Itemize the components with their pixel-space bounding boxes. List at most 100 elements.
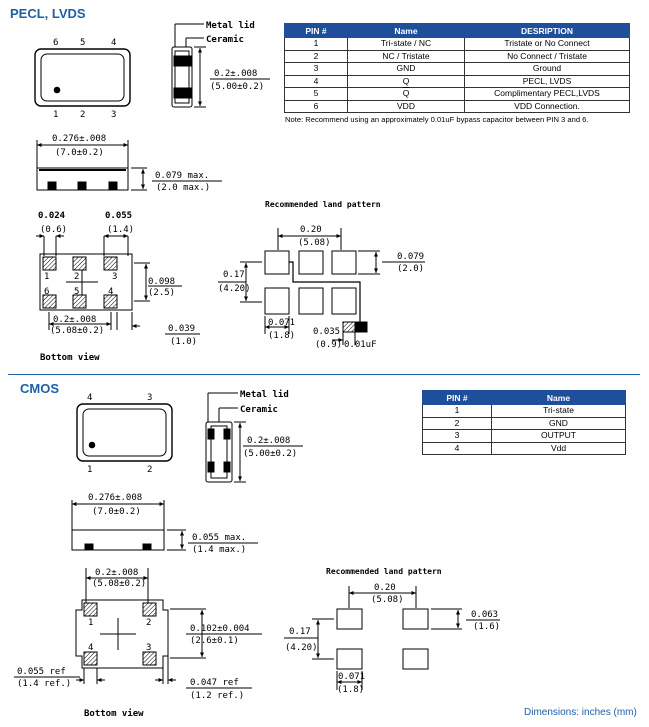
height-dim-label: 0.079 max.: [155, 171, 209, 181]
table-row: 4 Vdd: [422, 441, 626, 455]
pin-label: 2: [147, 465, 152, 475]
pin-label: 1: [53, 110, 58, 120]
pad-label: 2: [74, 272, 79, 282]
land-pad-height-label: 0.063: [471, 610, 498, 620]
pad-span-label-mm: (5.08±0.2): [50, 326, 104, 336]
pin1-marker-dot: [53, 86, 61, 94]
pin-label: 4: [87, 393, 92, 403]
pecl-bottom-view: 0.024 (0.6) 0.055 (1.4) 1 2 3 6 5: [36, 211, 200, 363]
row-pitch-label: 0.102±0.004: [190, 624, 250, 634]
land-pad-width-label-mm: (1.8): [268, 331, 295, 341]
capacitor-label: 0.01uF: [344, 340, 377, 350]
table-row: 2 GND: [422, 416, 626, 430]
land-pitch-label-mm: (5.08): [371, 595, 404, 605]
pad-label: 6: [44, 287, 49, 297]
table-cell: Vdd: [491, 441, 626, 455]
dimensions-note: Dimensions: inches (mm): [524, 707, 637, 718]
pad-label: 4: [108, 287, 113, 297]
pecl-pin-table: PIN # Name DESRIPTION 1 Tri-state / NC T…: [284, 23, 630, 113]
land-pad-height-label: 0.079: [397, 252, 424, 262]
bottom-view-label: Bottom view: [40, 352, 100, 363]
pad-label: 2: [146, 618, 151, 628]
pad-label: 1: [44, 272, 49, 282]
cmos-profile-view: 0.276±.008 (7.0±0.2) 0.055 max. (1.4 max…: [71, 493, 258, 555]
land-pad-width-label: 0.071: [338, 672, 365, 682]
pad-pitch-label-mm: (1.4): [107, 225, 134, 235]
pin-label: 2: [80, 110, 85, 120]
pad-span-label-mm: (5.08±0.2): [92, 579, 146, 589]
pad-pitch-label: 0.055: [105, 211, 132, 221]
land-row-label: 0.17: [289, 627, 311, 637]
pin-label: 6: [53, 38, 58, 48]
height-dim-label-mm: (2.0 max.): [156, 183, 210, 193]
cmos-top-view: 4 3 1 2: [76, 393, 173, 475]
pecl-table-header: PIN #: [284, 23, 348, 38]
pecl-table-header: DESRIPTION: [464, 23, 630, 38]
pad-span-label: 0.2±.008: [53, 315, 96, 325]
land-pad-width-label: 0.071: [268, 318, 295, 328]
cmos-table-header: Name: [491, 390, 626, 405]
edge-dim-label-mm: (1.0): [170, 337, 197, 347]
pin1-marker-dot: [88, 441, 96, 449]
pecl-side-view: Metal lid Ceramic 0.2±.008 (5.00±0.2): [171, 20, 270, 108]
ref2-dim-label: 0.047 ref: [190, 678, 239, 688]
pad-label: 3: [112, 272, 117, 282]
cmos-pin-table: PIN # Name 1 Tri-state 2 GND 3 OUTPUT 4 …: [422, 390, 626, 455]
length-dim-label-mm: (7.0±0.2): [92, 507, 141, 517]
edge-dim-label: 0.039: [168, 324, 195, 334]
pecl-land-pattern: Recommended land pattern 0.20 (5.08) 0.0…: [218, 200, 425, 350]
table-cell: VDD Connection.: [464, 99, 630, 113]
height-dim-label: 0.055 max.: [192, 533, 246, 543]
pad-label: 3: [146, 643, 151, 653]
width-dim-label: 0.2±.008: [247, 436, 290, 446]
land-row-label: 0.17: [223, 270, 245, 280]
pad-width-label: 0.024: [38, 211, 66, 221]
row-pitch-label-mm: (2.6±0.1): [190, 636, 239, 646]
cmos-table-header: PIN #: [422, 390, 492, 405]
ceramic-label: Ceramic: [206, 34, 244, 45]
length-dim-label: 0.276±.008: [52, 134, 106, 144]
land-pitch-label: 0.20: [374, 583, 396, 593]
cap-width-label-mm: (0.9): [315, 340, 342, 350]
metal-lid-label: Metal lid: [240, 389, 289, 400]
cmos-land-pattern: Recommended land pattern 0.20 (5.08) 0.0…: [284, 567, 500, 695]
table-row: 2 NC / Tristate No Connect / Tristate: [284, 49, 630, 63]
pad-label: 4: [88, 643, 93, 653]
land-pattern-title: Recommended land pattern: [326, 567, 442, 576]
bypass-note: Note: Recommend using an approximately 0…: [285, 115, 589, 124]
table-row: 5 Q Complimentary PECL,LVDS: [284, 87, 630, 101]
pin-label: 1: [87, 465, 92, 475]
cmos-section-title: CMOS: [20, 381, 59, 396]
q-bar-name: Q: [402, 88, 410, 99]
ref1-dim-label: 0.055 ref: [17, 667, 66, 677]
row-pitch-label: 0.098: [148, 277, 175, 287]
section-divider: [8, 374, 640, 375]
pecl-top-view: 6 5 4 1 2 3: [34, 38, 131, 120]
pin-label: 5: [80, 38, 85, 48]
bottom-view-label: Bottom view: [84, 708, 144, 719]
pecl-table-header: Name: [347, 23, 465, 38]
cmos-bottom-view: 0.2±.008 (5.08±0.2) 1 2 4 3 0.102±0.004 …: [14, 568, 262, 719]
pin-label: 3: [111, 110, 116, 120]
metal-lid-label: Metal lid: [206, 20, 255, 31]
cap-width-label: 0.035: [313, 327, 340, 337]
ref2-dim-label-mm: (1.2 ref.): [190, 691, 244, 701]
height-dim-label-mm: (1.4 max.): [192, 545, 246, 555]
pecl-profile-view: 0.276±.008 (7.0±0.2) 0.079 max. (2.0 max…: [36, 134, 222, 193]
land-pad-height-label-mm: (2.0): [397, 264, 424, 274]
land-pad-width-label-mm: (1.8): [337, 685, 364, 695]
pin-label: 4: [111, 38, 116, 48]
pad-width-label-mm: (0.6): [40, 225, 67, 235]
pecl-section-title: PECL, LVDS: [10, 6, 86, 21]
width-dim-label: 0.2±.008: [214, 69, 257, 79]
length-dim-label-mm: (7.0±0.2): [55, 148, 104, 158]
land-pattern-title: Recommended land pattern: [265, 200, 381, 209]
pad-span-label: 0.2±.008: [95, 568, 138, 578]
table-row: 6 VDD VDD Connection.: [284, 99, 630, 113]
land-pitch-label-mm: (5.08): [298, 238, 331, 248]
length-dim-label: 0.276±.008: [88, 493, 142, 503]
land-pad-height-label-mm: (1.6): [473, 622, 500, 632]
cmos-side-view: Metal lid Ceramic 0.2±.008 (5.00±0.2): [205, 389, 303, 483]
ref1-dim-label-mm: (1.4 ref.): [17, 679, 71, 689]
